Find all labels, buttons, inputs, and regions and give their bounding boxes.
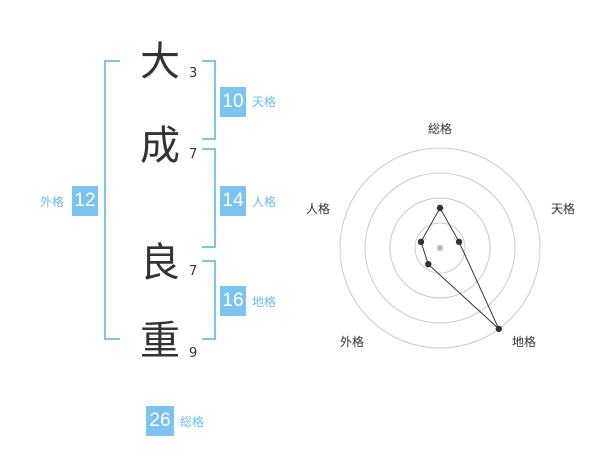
axis-label-chikaku: 地格: [512, 334, 536, 349]
stroke-count-3: 7: [189, 264, 198, 279]
gaikaku-label: 外格: [40, 195, 65, 209]
stroke-count-1: 3: [189, 66, 198, 81]
radar-ring-4: [339, 147, 541, 349]
name-char-3: 良: [140, 240, 180, 286]
name-char-1: 大: [140, 39, 180, 85]
radar-center: [437, 245, 443, 251]
chikaku-label: 地格: [252, 295, 277, 309]
soukaku-value: 26: [146, 406, 174, 436]
axis-label-jinkaku: 人格: [306, 201, 330, 216]
radar-ring-2: [389, 197, 491, 299]
radar-point-3: [495, 325, 502, 333]
name-char-2: 成: [140, 123, 180, 169]
tenkaku-bracket: [202, 60, 216, 140]
axis-label-soukaku: 総格: [428, 121, 452, 136]
radar-point-2: [455, 238, 463, 246]
radar-point-5: [417, 238, 425, 246]
axis-label-tenkaku: 天格: [551, 201, 575, 216]
radar-point-1: [436, 204, 444, 212]
gaikaku-bracket: [104, 60, 120, 340]
radar-point-4: [425, 260, 432, 268]
stroke-count-4: 9: [189, 346, 198, 361]
stroke-count-2: 7: [189, 147, 198, 162]
jinkaku-value: 14: [220, 186, 246, 216]
tenkaku-value: 10: [220, 87, 246, 117]
name-char-4: 重: [140, 318, 180, 364]
chikaku-value: 16: [220, 286, 246, 316]
tenkaku-label: 天格: [252, 95, 277, 109]
soukaku-label: 総格: [180, 415, 205, 429]
axis-label-gaikaku: 外格: [340, 334, 364, 349]
chikaku-bracket: [202, 260, 216, 340]
gaikaku-value: 12: [72, 186, 98, 216]
radar-shape: [420, 206, 500, 330]
jinkaku-label: 人格: [252, 195, 277, 209]
jinkaku-bracket: [202, 148, 216, 248]
radar-ring-3: [364, 172, 516, 324]
radar-ring-1: [414, 222, 466, 274]
